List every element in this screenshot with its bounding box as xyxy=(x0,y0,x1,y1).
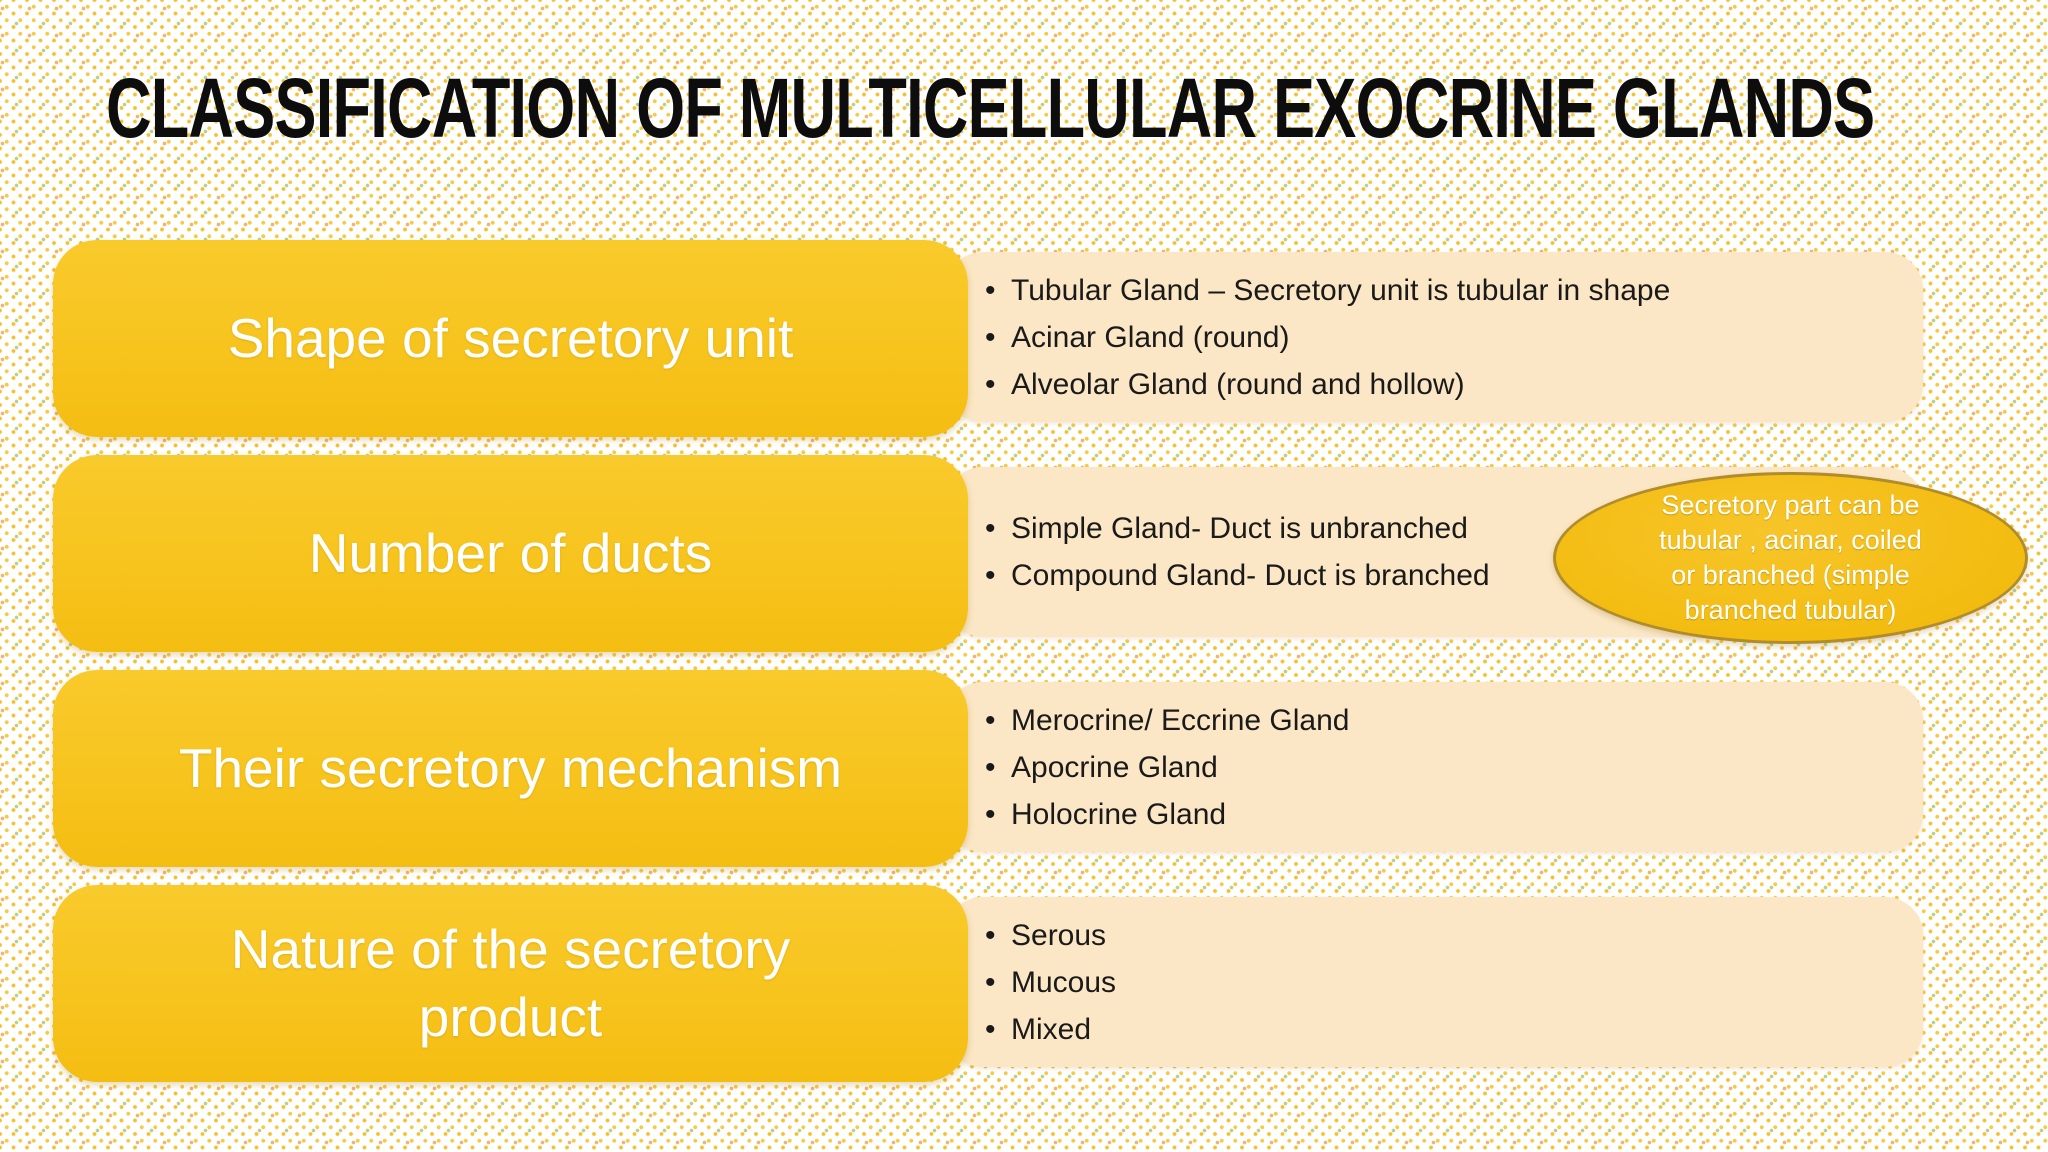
callout-line: tubular , acinar, coiled xyxy=(1659,525,1922,555)
bullet-text: Acinar Gland (round) xyxy=(1011,320,1290,354)
bullet-item: • Acinar Gland (round) xyxy=(985,314,1923,361)
callout-line: Secretory part can be xyxy=(1661,490,1920,520)
content-band-product: • Serous • Mucous • Mixed xyxy=(945,897,1923,1067)
row-product: • Serous • Mucous • Mixed Nature of the … xyxy=(0,885,2048,1082)
category-box-mechanism: Their secretory mechanism xyxy=(53,670,968,867)
category-box-shape: Shape of secretory unit xyxy=(53,240,968,437)
bullet-item: • Simple Gland- Duct is unbranched xyxy=(985,505,1923,552)
bullet-icon: • xyxy=(985,367,996,401)
category-label: Nature of the secretory product xyxy=(230,918,791,1048)
bullet-icon: • xyxy=(985,703,996,737)
bullet-icon: • xyxy=(985,797,996,831)
category-label: Shape of secretory unit xyxy=(227,306,794,369)
bullet-text: Mucous xyxy=(1011,965,1117,999)
callout-ellipse: Secretory part can be tubular , acinar, … xyxy=(1553,472,2028,644)
bullet-item: • Compound Gland- Duct is branched xyxy=(985,552,1923,599)
bullet-text: Compound Gland- Duct is branched xyxy=(1011,559,1490,592)
bullet-item: • Alveolar Gland (round and hollow) xyxy=(985,361,1923,408)
bullet-icon: • xyxy=(985,918,996,952)
bullet-icon: • xyxy=(985,512,996,545)
bullet-item: • Apocrine Gland xyxy=(985,744,1923,791)
bullet-text: Tubular Gland – Secretory unit is tubula… xyxy=(1011,273,1671,307)
bullet-text: Merocrine/ Eccrine Gland xyxy=(1011,703,1350,737)
bullet-text: Mixed xyxy=(1011,1012,1092,1046)
category-label: Number of ducts xyxy=(308,521,713,584)
bullet-item: • Merocrine/ Eccrine Gland xyxy=(985,697,1923,744)
bullet-text: Alveolar Gland (round and hollow) xyxy=(1011,367,1465,401)
bullet-icon: • xyxy=(985,1012,996,1046)
bullet-icon: • xyxy=(985,273,996,307)
bullet-text: Simple Gland- Duct is unbranched xyxy=(1011,512,1468,545)
content-band-mechanism: • Merocrine/ Eccrine Gland • Apocrine Gl… xyxy=(945,682,1923,852)
bullet-item: • Tubular Gland – Secretory unit is tubu… xyxy=(985,267,1923,314)
bullet-text: Serous xyxy=(1011,918,1107,952)
content-band-shape: • Tubular Gland – Secretory unit is tubu… xyxy=(945,252,1923,422)
bullet-item: • Mucous xyxy=(985,959,1923,1006)
category-box-product: Nature of the secretory product xyxy=(53,885,968,1082)
slide-title: CLASSIFICATION OF MULTICELLULAR EXOCRINE… xyxy=(106,61,1875,155)
row-mechanism: • Merocrine/ Eccrine Gland • Apocrine Gl… xyxy=(0,670,2048,867)
bullet-icon: • xyxy=(985,559,996,592)
bullet-text: Apocrine Gland xyxy=(1011,750,1218,784)
category-box-ducts: Number of ducts xyxy=(53,455,968,652)
bullet-icon: • xyxy=(985,320,996,354)
bullet-text: Holocrine Gland xyxy=(1011,797,1227,831)
bullet-item: • Serous xyxy=(985,912,1923,959)
callout-line: or branched (simple xyxy=(1671,560,1910,590)
row-shape: • Tubular Gland – Secretory unit is tubu… xyxy=(0,240,2048,437)
callout-line: branched tubular) xyxy=(1684,595,1897,625)
category-label: Their secretory mechanism xyxy=(178,736,843,799)
bullet-item: • Mixed xyxy=(985,1006,1923,1053)
bullet-icon: • xyxy=(985,965,996,999)
bullet-item: • Holocrine Gland xyxy=(985,791,1923,838)
bullet-icon: • xyxy=(985,750,996,784)
